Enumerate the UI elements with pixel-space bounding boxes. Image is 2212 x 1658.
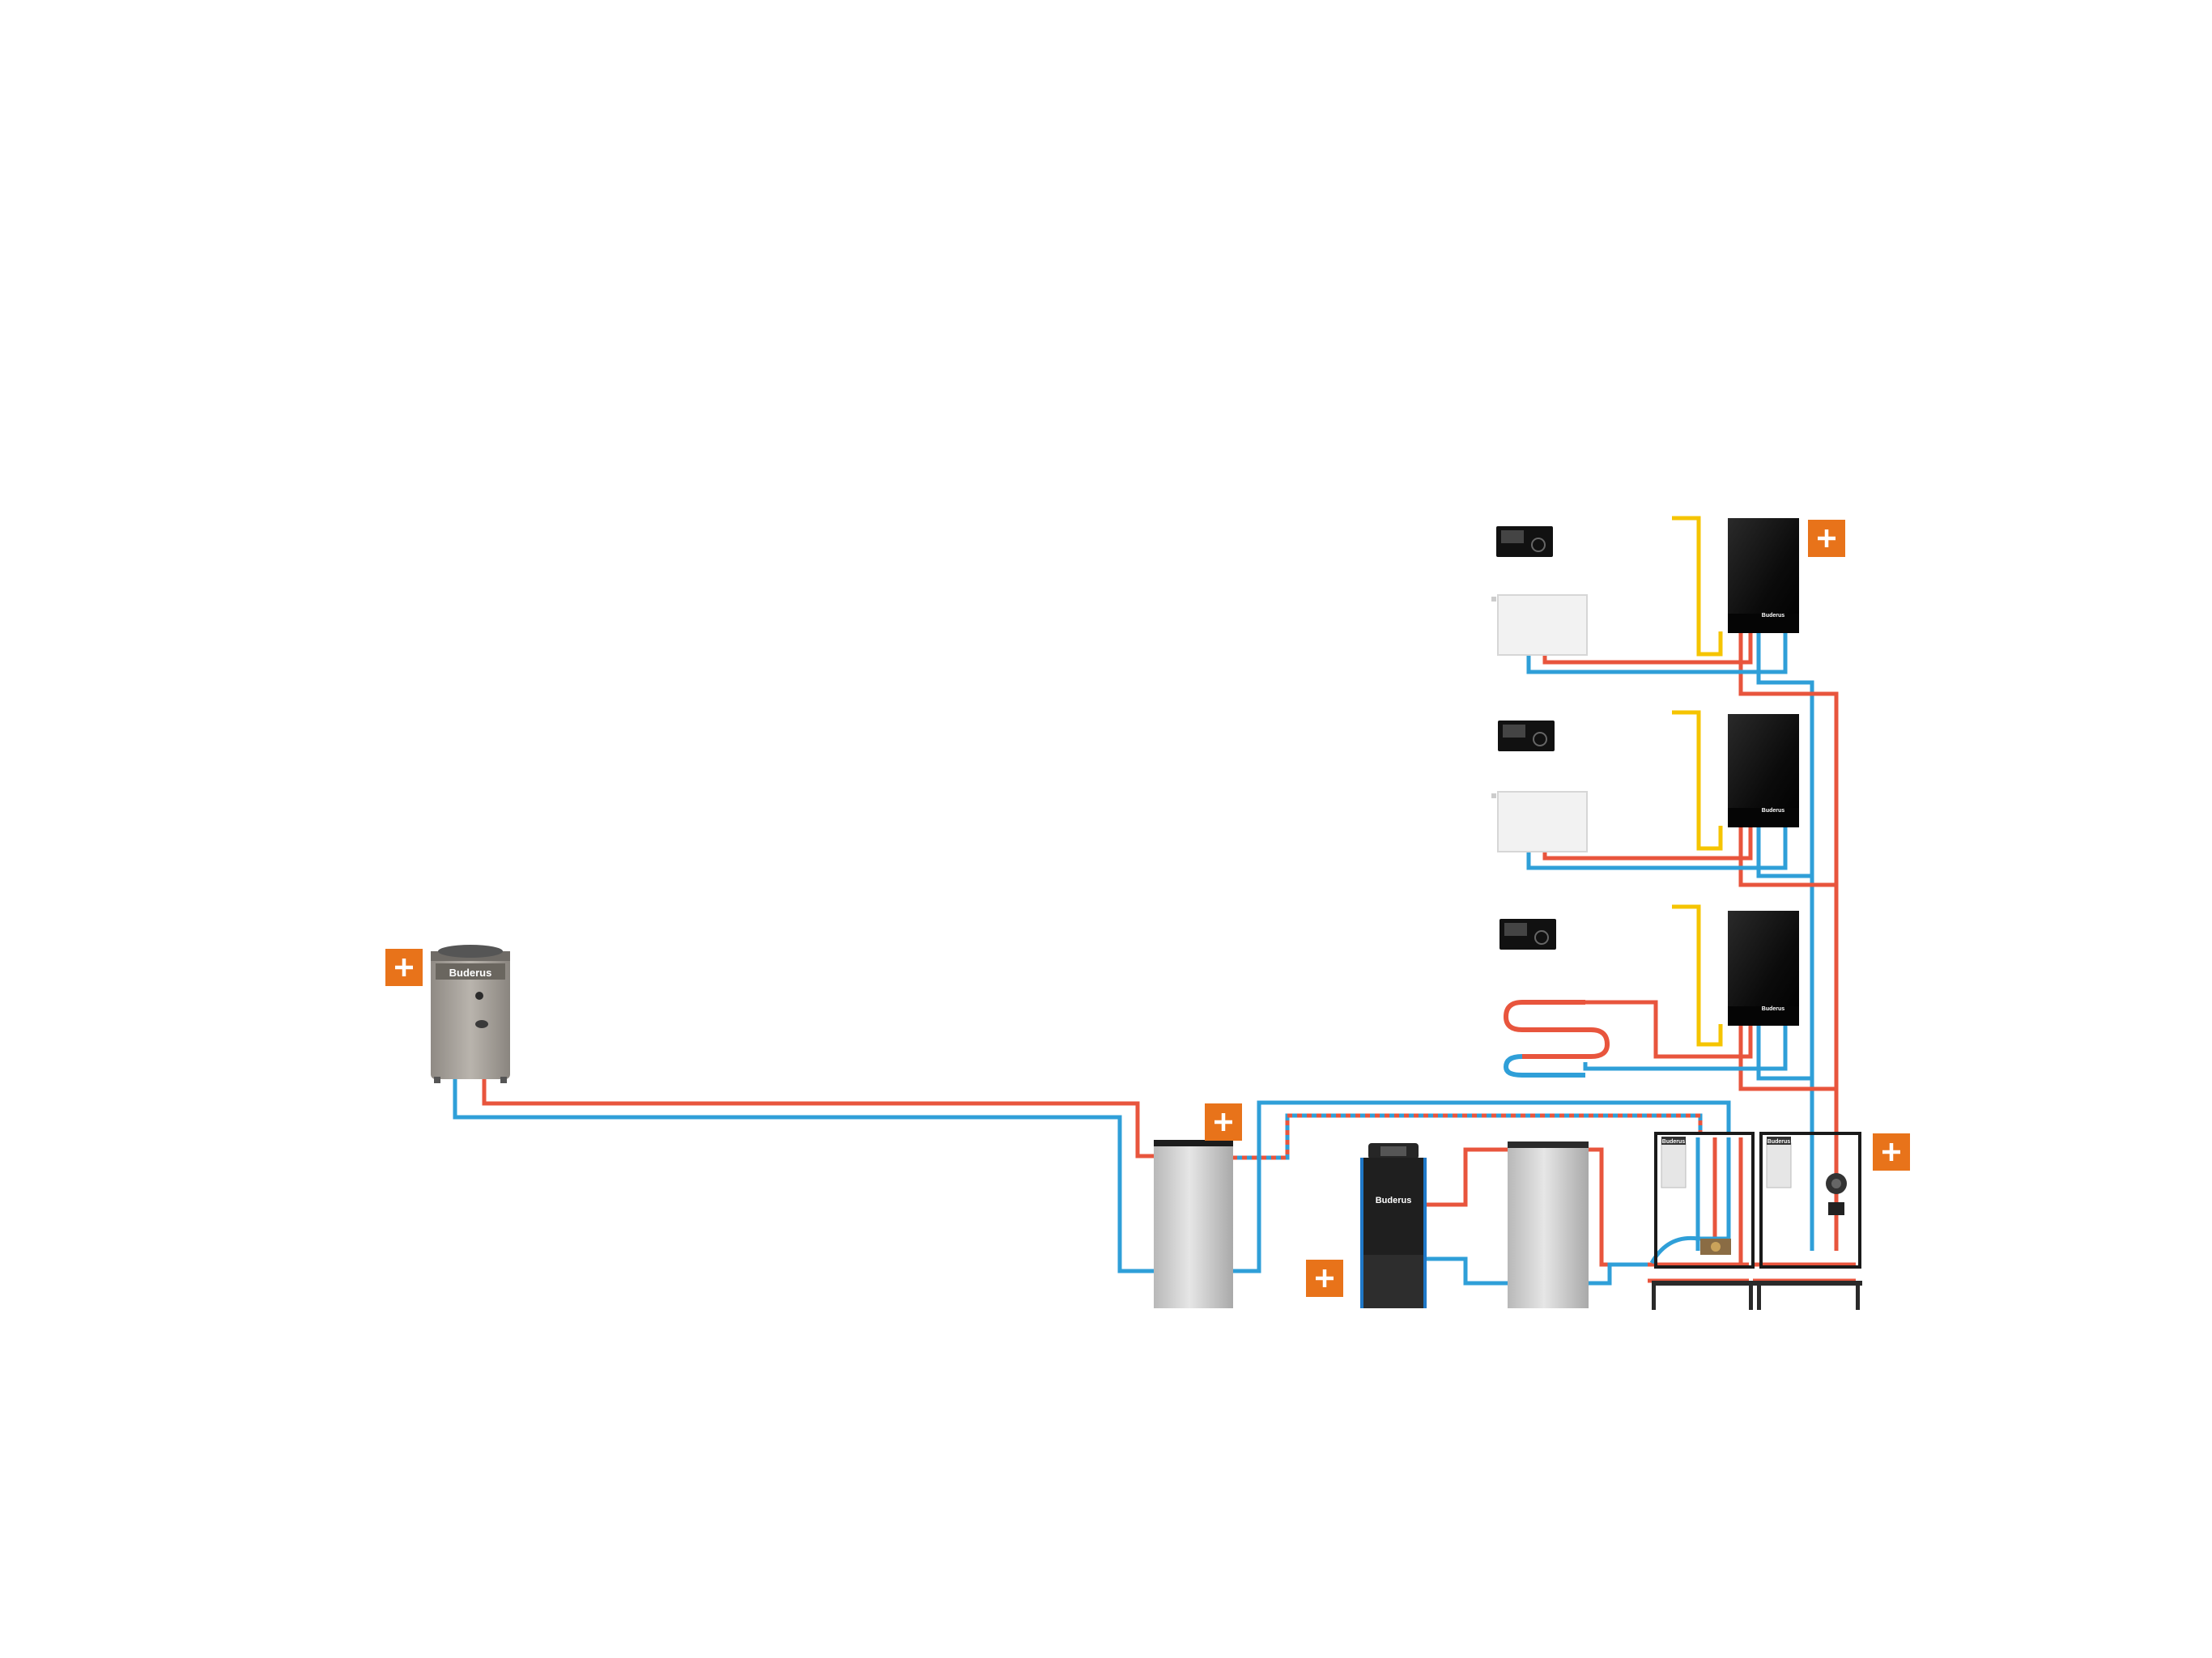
signal-cables	[1672, 516, 1723, 1047]
pump-station-2: Buderus	[1757, 1132, 1862, 1310]
wall-unit-2-brand: Buderus	[1762, 808, 1785, 814]
circuit-1-return	[1756, 631, 1812, 685]
floor-heating-coil-red	[1503, 1000, 1610, 1059]
wall-unit-2: Buderus	[1728, 714, 1799, 827]
floor-heating-coil-blue	[1503, 1054, 1585, 1078]
heat-pump-brand: Buderus	[449, 967, 492, 979]
indoor-unit-icon: Buderus	[1360, 1143, 1427, 1308]
plus-icon	[395, 959, 413, 976]
signal-cable-1	[1672, 516, 1723, 657]
manifold-1-risers-red	[1712, 1137, 1743, 1265]
radiator-1-pipes-red	[1542, 631, 1753, 665]
pump-station-2-brand: Buderus	[1767, 1139, 1791, 1145]
circuit-2-return	[1756, 826, 1812, 878]
radiator-1	[1491, 594, 1588, 656]
radiator-2-pipes-blue	[1526, 826, 1788, 870]
plus-icon	[1316, 1269, 1334, 1287]
plus-icon	[1882, 1143, 1900, 1161]
radiator-2-pipes-red	[1542, 826, 1753, 861]
floor-heating-feed-blue	[1583, 1024, 1788, 1071]
pump-station-1-brand: Buderus	[1662, 1139, 1686, 1145]
circuit-3-supply	[1738, 1024, 1836, 1091]
floor-heating-feed-red	[1585, 1000, 1753, 1059]
wall-boiler-icon: Buderus Buderus Buderus	[1728, 518, 1799, 1026]
room-controller-icon	[1496, 526, 1556, 950]
radiator-1-pipes-blue	[1526, 631, 1788, 674]
floor-heating-coil	[1503, 1000, 1610, 1078]
pump-station-1: Buderus	[1652, 1132, 1757, 1310]
buffer-supply-link-red	[1232, 1113, 1703, 1160]
dhw-tank-link	[1589, 1262, 1656, 1286]
indoor-unit-return-pipe	[1419, 1256, 1508, 1286]
manifold-1-risers-blue	[1695, 1137, 1731, 1251]
plus-button-heat-pump[interactable]	[385, 949, 423, 986]
room-controller-2	[1498, 721, 1555, 751]
plus-button-buffer-tank[interactable]	[1205, 1103, 1242, 1141]
buffer-tank-icon	[1154, 1140, 1233, 1308]
signal-cable-3	[1672, 904, 1723, 1047]
wall-unit-3-brand: Buderus	[1762, 1006, 1785, 1012]
buffer-return-link	[1232, 1100, 1731, 1273]
plus-button-wall-unit[interactable]	[1808, 520, 1845, 557]
wall-unit-1: Buderus	[1728, 518, 1799, 633]
outdoor-heat-pump-icon: Buderus	[431, 945, 510, 1083]
pump-group-icon: Buderus Buderus	[1652, 1132, 1862, 1310]
supply-pipe-heat-pump	[482, 1078, 1154, 1158]
signal-cable-2	[1672, 710, 1723, 851]
return-pipe-heat-pump	[453, 1078, 1154, 1273]
wall-unit-1-brand: Buderus	[1762, 613, 1785, 619]
radiator-icon	[1491, 594, 1588, 852]
circuit-3-return	[1756, 1024, 1812, 1081]
room-controller-1	[1496, 526, 1553, 557]
plus-button-indoor-unit[interactable]	[1306, 1260, 1343, 1297]
wall-unit-3: Buderus	[1728, 911, 1799, 1026]
plus-icon	[1818, 529, 1836, 547]
hot-water-tank-icon	[1508, 1141, 1589, 1308]
room-controller-3	[1499, 919, 1556, 950]
plus-button-pump-station[interactable]	[1873, 1133, 1910, 1171]
plus-icon	[1214, 1113, 1232, 1131]
circuit-2-supply	[1738, 826, 1836, 887]
radiator-2	[1491, 791, 1588, 852]
indoor-unit-brand: Buderus	[1376, 1196, 1412, 1205]
